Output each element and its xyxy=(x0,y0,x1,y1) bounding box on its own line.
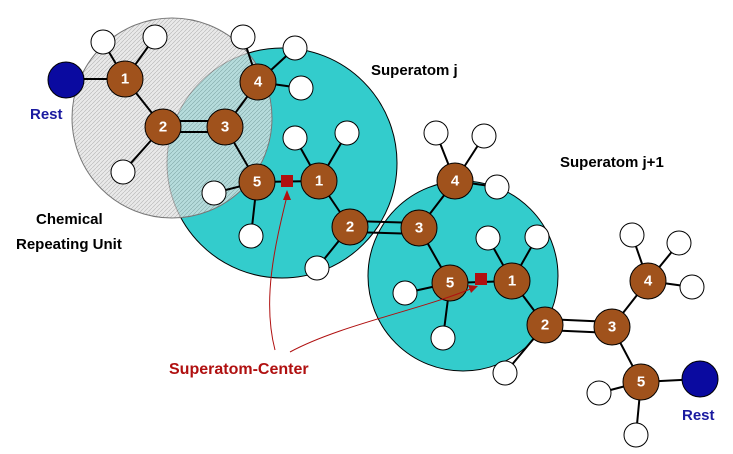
atom-a1 xyxy=(106,60,144,98)
superatom-center-label: Superatom-Center xyxy=(169,361,309,378)
atom-label: 4 xyxy=(644,273,653,290)
carbon-atoms xyxy=(106,60,667,401)
atom-label: 2 xyxy=(541,317,549,334)
atom-label: 5 xyxy=(446,275,454,292)
rest-left-label: Rest xyxy=(30,106,63,123)
atom-label: 1 xyxy=(508,273,516,290)
rest-right-label: Rest xyxy=(682,407,715,424)
atom-label: 2 xyxy=(159,119,167,136)
chemical-repeating-unit-label-line2: Repeating Unit xyxy=(16,236,122,253)
atom-label: 5 xyxy=(253,174,261,191)
atom-label: 1 xyxy=(121,71,129,88)
atom-c4 xyxy=(629,262,667,300)
hydrogen-atoms xyxy=(90,24,705,448)
superatom-center-marker-j1 xyxy=(475,273,487,285)
atom-label: 1 xyxy=(315,173,323,190)
atom-label: 5 xyxy=(637,374,645,391)
atom-label: 3 xyxy=(221,119,229,136)
center-arrow-j1 xyxy=(289,287,474,353)
atom-c2 xyxy=(526,306,564,344)
atom-label: 3 xyxy=(608,319,616,336)
atom-b1 xyxy=(300,162,338,200)
atom-label: 4 xyxy=(451,173,460,190)
center-arrowhead-j1 xyxy=(468,285,478,293)
superatom-center-marker-j xyxy=(281,175,293,187)
atom-b4 xyxy=(436,162,474,200)
rest-left-atom xyxy=(47,61,85,99)
atom-a4 xyxy=(239,63,277,101)
atom-label: 2 xyxy=(346,219,354,236)
atom-b3 xyxy=(400,209,438,247)
atom-a3 xyxy=(206,108,244,146)
atom-a5 xyxy=(238,163,276,201)
chemical-repeating-unit-label-line1: Chemical xyxy=(36,211,103,228)
atom-label: 4 xyxy=(254,74,263,91)
atom-a2 xyxy=(144,108,182,146)
center-arrow-j xyxy=(269,195,288,351)
superatom-j1-label: Superatom j+1 xyxy=(560,154,664,171)
superatom-j-label: Superatom j xyxy=(371,62,458,79)
atom-c5 xyxy=(622,363,660,401)
atom-b2 xyxy=(331,208,369,246)
atom-label: 3 xyxy=(415,220,423,237)
center-arrowhead-j xyxy=(283,190,291,200)
atom-c1 xyxy=(493,262,531,300)
rest-right-atom xyxy=(681,360,719,398)
atom-c3 xyxy=(593,308,631,346)
atom-b5 xyxy=(431,264,469,302)
